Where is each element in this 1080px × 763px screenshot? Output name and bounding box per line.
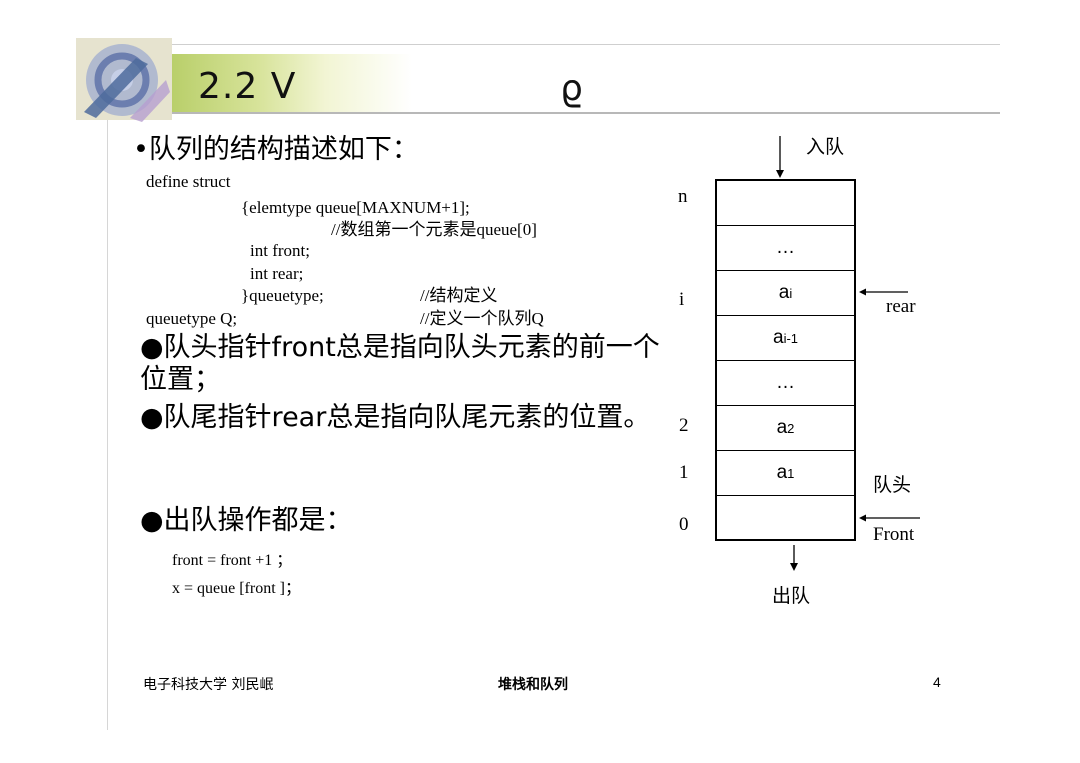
rear-pointer-arrow — [859, 288, 908, 296]
code-comment-struct: //结构定义 — [420, 286, 498, 305]
code-close-struct: }queuetype; — [241, 286, 324, 305]
slide-title: 2.2 V — [198, 66, 297, 107]
left-margin-rule — [107, 60, 108, 730]
rear-label: rear — [886, 296, 916, 317]
cell-value: a — [772, 327, 784, 348]
cell-value: … — [776, 372, 795, 393]
footer-author: 电子科技大学 刘民岷 — [143, 677, 274, 693]
queue-cell: … — [717, 226, 854, 271]
queue-cell: … — [717, 361, 854, 406]
enqueue-label: 入队 — [806, 136, 845, 158]
cell-subscript: i-1 — [783, 330, 799, 346]
bullet-rear-pointer: ●队尾指针rear总是指向队尾元素的位置。 — [140, 402, 651, 433]
bullet-structure-description: •队列的结构描述如下： — [133, 134, 419, 165]
index-i: i — [679, 289, 685, 310]
cell-value: … — [776, 237, 795, 258]
code-front-increment: front = front +1 ； — [172, 552, 293, 569]
code-rear-decl: int rear; — [250, 264, 304, 283]
logo-image — [76, 38, 172, 122]
index-0: 0 — [679, 514, 689, 535]
front-pointer-arrow — [859, 514, 920, 522]
dequeue-label: 出队 — [772, 585, 811, 607]
footer-topic: 堆栈和队列 — [498, 677, 568, 693]
dequeue-arrow — [790, 545, 798, 571]
queue-cell — [717, 181, 854, 226]
head-label: 队头 — [873, 474, 912, 496]
footer-page-number: 4 — [933, 674, 941, 690]
bullet-dequeue-ops: ●出队操作都是： — [140, 505, 353, 536]
cell-subscript: 2 — [787, 420, 795, 436]
front-label: Front — [873, 524, 915, 545]
code-define-struct: define struct — [146, 172, 231, 191]
enqueue-arrow — [776, 136, 784, 178]
code-front-decl: int front; — [250, 241, 310, 260]
code-dequeue-assign: x = queue [front ]； — [172, 580, 301, 597]
title-glyph: ϱ — [560, 68, 583, 109]
cell-subscript: 1 — [787, 465, 795, 481]
cell-subscript: i — [789, 285, 793, 301]
code-queue-decl: queuetype Q; — [146, 309, 238, 328]
queue-cell — [717, 496, 854, 539]
header-rule-top — [172, 44, 1000, 45]
index-1: 1 — [679, 462, 689, 483]
index-n: n — [678, 186, 688, 207]
header-rule-bottom — [172, 112, 1000, 114]
cell-value: a — [778, 282, 790, 303]
code-elem-array: {elemtype queue[MAXNUM+1]; — [241, 198, 470, 217]
title-band — [172, 54, 652, 112]
index-2: 2 — [679, 415, 689, 436]
cell-value: a — [776, 462, 788, 483]
code-comment-array: //数组第一个元素是queue[0] — [331, 220, 537, 239]
code-comment-queue: //定义一个队列Q — [420, 309, 544, 328]
bullet-front-pointer: ●队头指针front总是指向队头元素的前一个位置； — [140, 332, 660, 395]
cell-value: a — [776, 417, 788, 438]
